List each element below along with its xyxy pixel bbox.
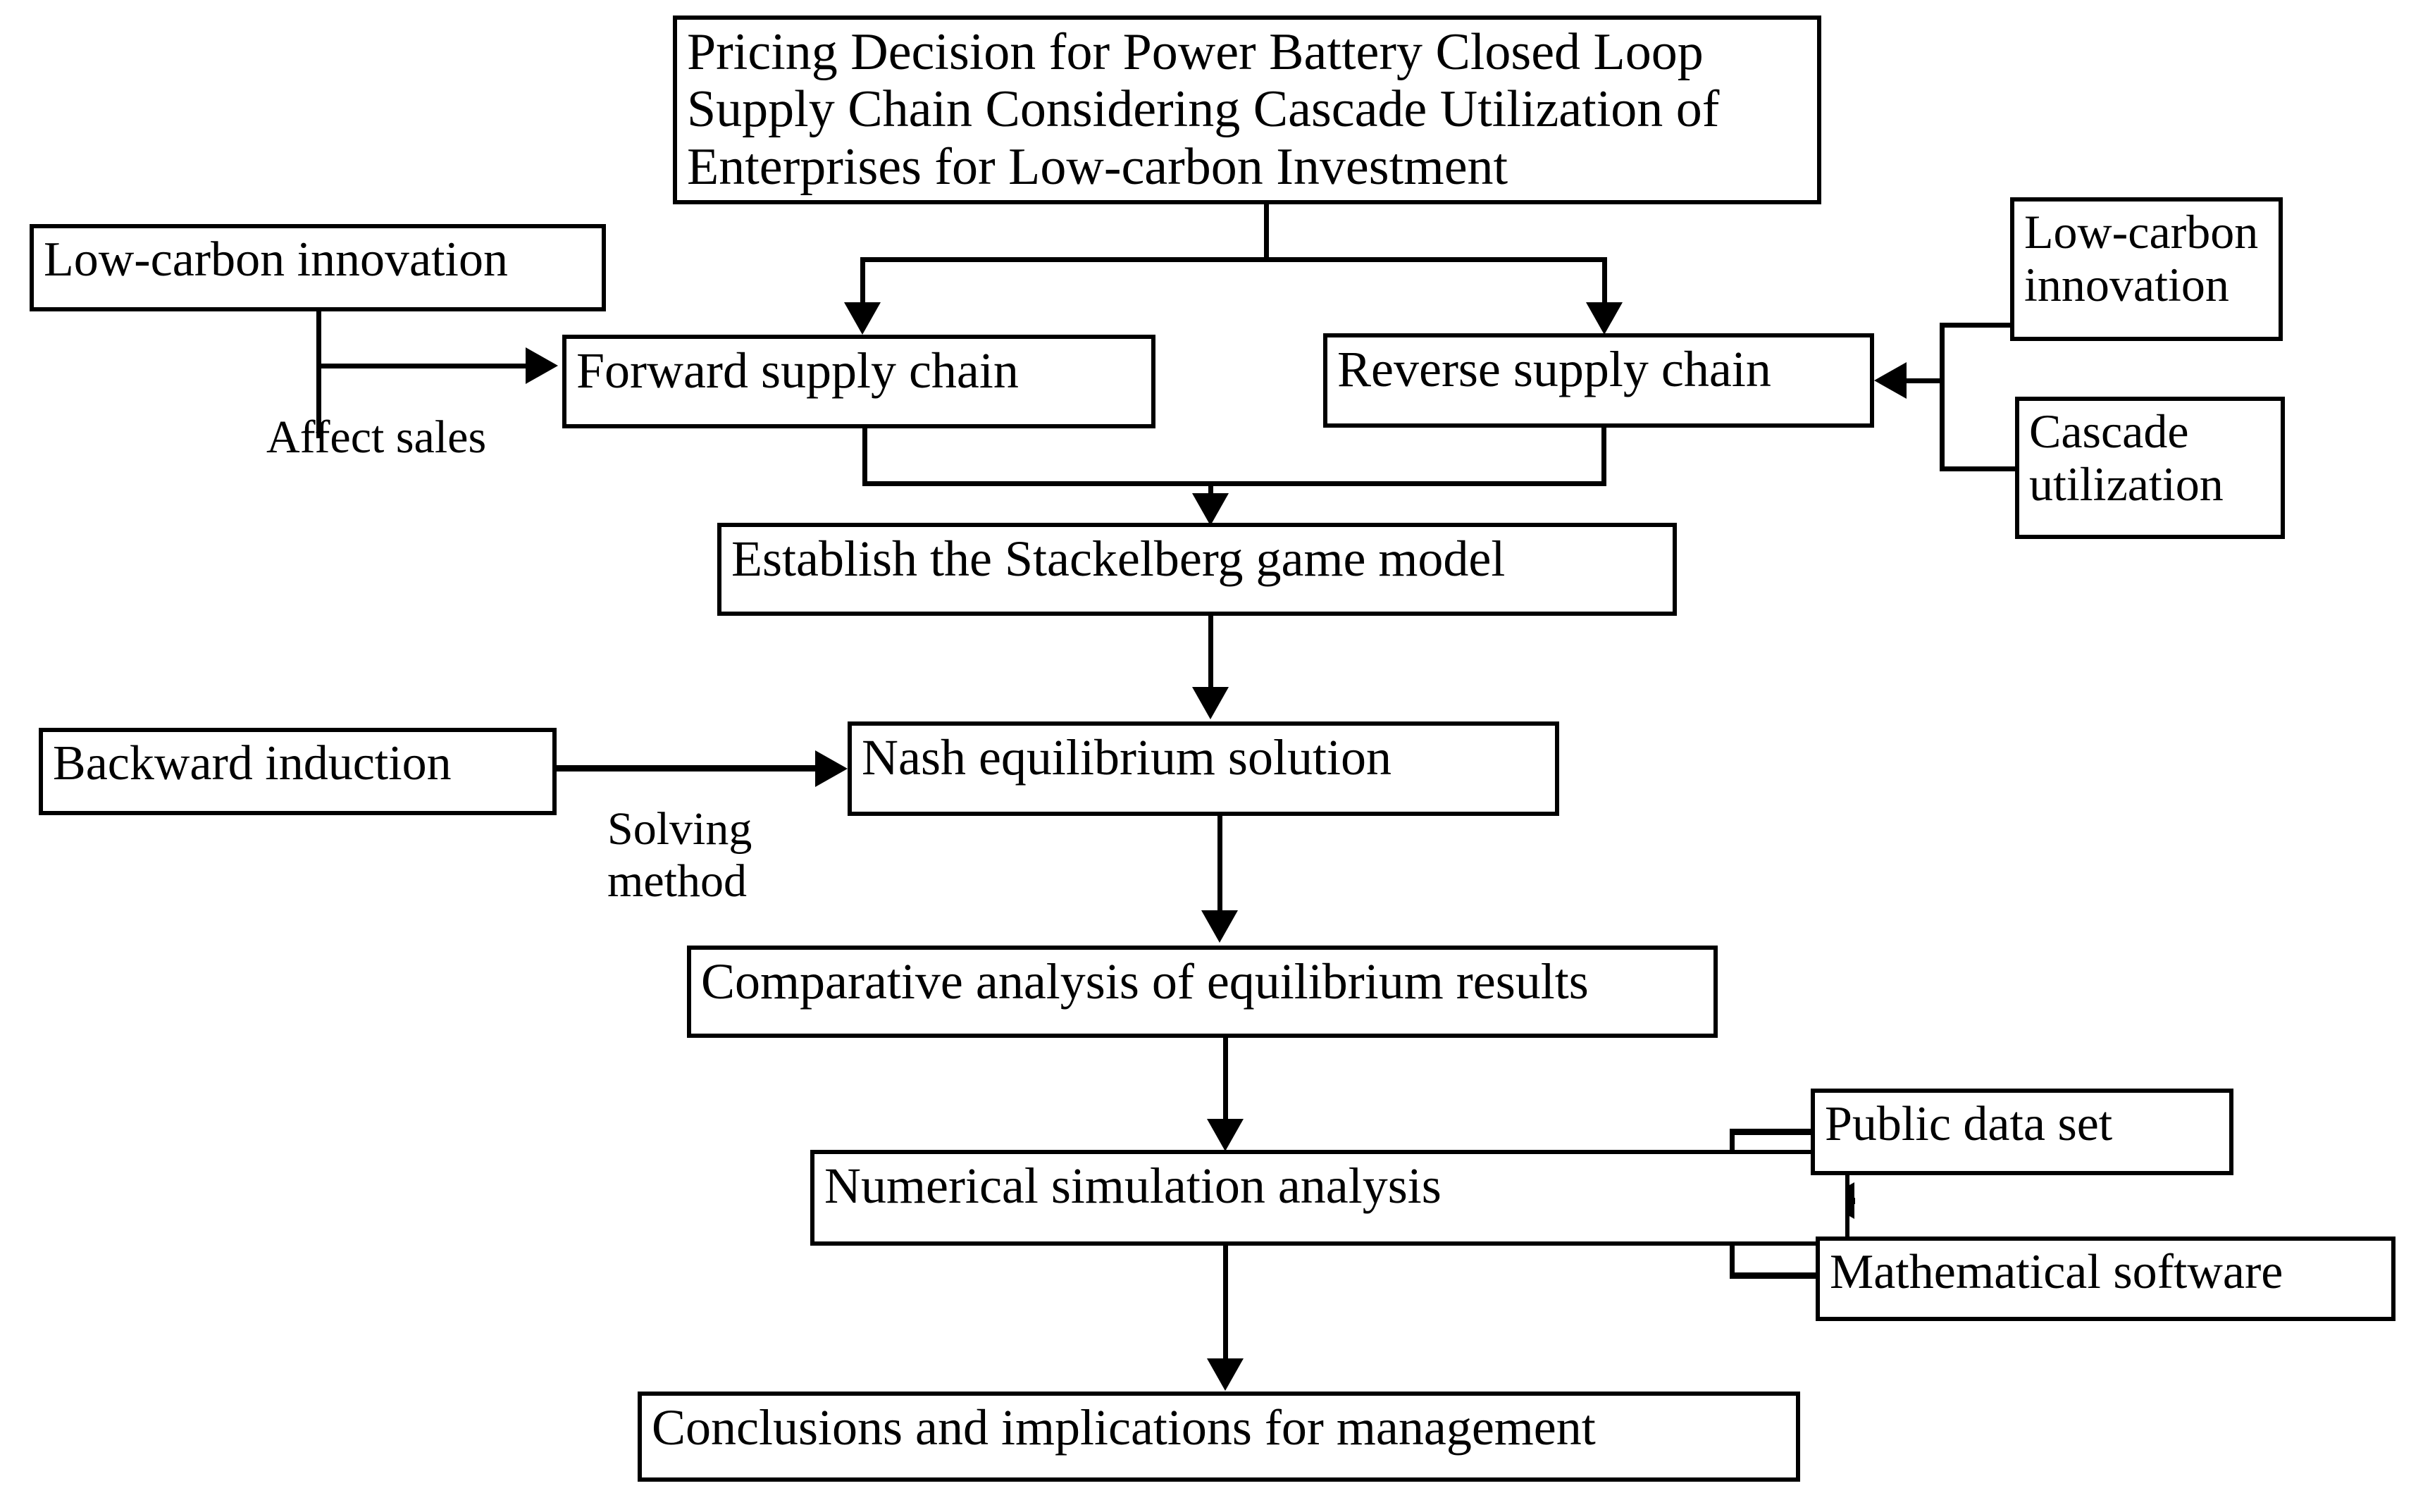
edge-label-solving-method: Solving method [607,803,752,907]
connector-right-bus-vertical [1940,323,1945,471]
connector-lci-right-run [1940,323,2013,328]
node-backward-induction-label: Backward induction [53,736,452,791]
node-mathematical-software-label: Mathematical software [1830,1245,2283,1299]
node-conclusions[interactable]: Conclusions and implications for managem… [638,1392,1800,1482]
arrow-join-to-stackelberg [1192,493,1229,526]
connector-backward-to-nash [557,765,817,772]
arrow-backward-to-nash [815,750,848,787]
connector-supply-join-bar [862,481,1606,486]
node-low-carbon-innovation-right[interactable]: Low-carbon innovation [2010,197,2283,341]
connector-right-bus-to-reverse [1907,378,1945,383]
edge-label-affect-sales: Affect sales [266,411,487,463]
arrow-right-bus-to-reverse [1874,362,1907,399]
connector-math-software-run [1730,1272,1820,1279]
node-title-label: Pricing Decision for Power Battery Close… [687,23,1733,196]
node-low-carbon-innovation-left-label: Low-carbon innovation [44,233,508,287]
arrow-title-to-forward [844,302,881,335]
connector-numerical-to-conclusions [1223,1246,1228,1362]
arrow-title-to-reverse [1586,302,1623,335]
node-conclusions-label: Conclusions and implications for managem… [652,1399,1596,1456]
node-reverse-supply-chain[interactable]: Reverse supply chain [1323,333,1874,428]
connector-cascade-run [1940,466,2017,471]
connector-lci-left-stem [316,311,321,438]
node-cascade-utilization-label: Cascade utilization [2029,404,2224,511]
connector-comparative-to-numerical [1223,1038,1228,1122]
node-comparative-analysis-label: Comparative analysis of equilibrium resu… [701,953,1589,1010]
node-forward-supply-chain[interactable]: Forward supply chain [562,335,1155,428]
connector-nash-to-comparative [1217,816,1222,915]
arrow-nash-to-comparative [1201,910,1238,943]
connector-reverse-stem [1601,428,1606,486]
arrow-comparative-to-numerical [1207,1119,1244,1151]
connector-stackelberg-to-nash [1208,616,1213,693]
node-low-carbon-innovation-left[interactable]: Low-carbon innovation [30,224,606,311]
node-stackelberg-model-label: Establish the Stackelberg game model [731,531,1506,587]
node-nash-equilibrium[interactable]: Nash equilibrium solution [848,721,1559,816]
node-title[interactable]: Pricing Decision for Power Battery Close… [673,16,1821,204]
connector-forward-stem [862,428,867,486]
connector-title-to-reverse-stem [1602,257,1607,306]
connector-join-to-stackelberg-stem [1208,481,1213,502]
node-public-data-set[interactable]: Public data set [1811,1089,2233,1175]
node-comparative-analysis[interactable]: Comparative analysis of equilibrium resu… [687,946,1718,1038]
node-forward-supply-chain-label: Forward supply chain [576,342,1019,399]
node-stackelberg-model[interactable]: Establish the Stackelberg game model [717,523,1677,616]
connector-title-to-forward-stem [860,257,865,306]
node-numerical-simulation[interactable]: Numerical simulation analysis [810,1150,1849,1246]
arrow-stackelberg-to-nash [1192,687,1229,719]
node-cascade-utilization[interactable]: Cascade utilization [2015,397,2285,539]
node-low-carbon-innovation-right-label: Low-carbon innovation [2024,205,2271,311]
node-reverse-supply-chain-label: Reverse supply chain [1337,341,1771,397]
arrow-numerical-to-conclusions [1207,1358,1244,1391]
arrow-lci-left-to-forward [526,347,558,384]
node-numerical-simulation-label: Numerical simulation analysis [824,1158,1442,1214]
node-mathematical-software[interactable]: Mathematical software [1816,1237,2395,1321]
connector-public-data-run [1730,1129,1814,1135]
node-nash-equilibrium-label: Nash equilibrium solution [862,729,1392,786]
node-backward-induction[interactable]: Backward induction [39,728,557,815]
connector-title-stem [1264,204,1269,259]
connector-lci-left-run [316,364,528,368]
node-public-data-set-label: Public data set [1825,1097,2113,1151]
connector-title-split-bar [860,257,1607,262]
